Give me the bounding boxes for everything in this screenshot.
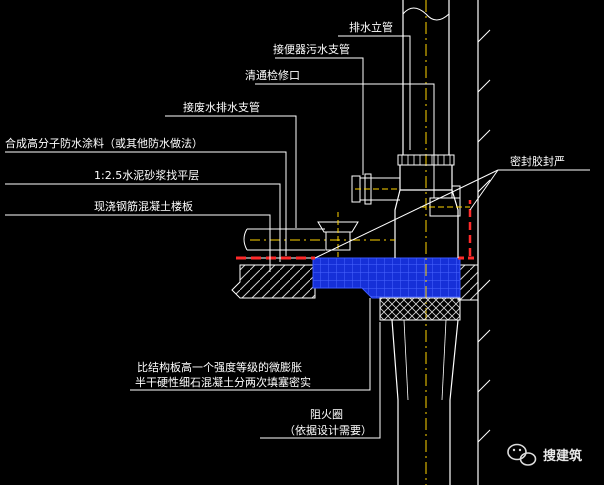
leader-lines bbox=[5, 35, 590, 439]
label-slab: 现浇钢筋混凝土楼板 bbox=[94, 199, 193, 213]
label-mortar: 1:2.5水泥砂浆找平层 bbox=[94, 168, 199, 182]
label-sealant: 密封胶封严 bbox=[510, 154, 565, 168]
floor-slab bbox=[231, 257, 479, 301]
label-cleanout: 清通检修口 bbox=[245, 68, 300, 82]
label-toilet-branch: 接便器污水支管 bbox=[273, 42, 350, 56]
watermark-text: 搜建筑 bbox=[543, 448, 582, 464]
wechat-icon bbox=[507, 443, 537, 466]
label-waste-branch: 接废水排水支管 bbox=[183, 100, 260, 114]
riser-pipe bbox=[379, 0, 461, 485]
label-concrete-line1: 比结构板高一个强度等级的微膨胀 bbox=[137, 360, 302, 374]
watermark: 搜建筑 bbox=[507, 443, 582, 466]
concrete-fill bbox=[312, 257, 461, 299]
label-riser: 排水立管 bbox=[349, 20, 393, 34]
waste-branch bbox=[243, 212, 395, 258]
wall bbox=[477, 0, 491, 485]
label-fire-collar-line1: 阻火圈 bbox=[310, 408, 343, 421]
label-fire-collar-line2: （依据设计需要） bbox=[284, 423, 372, 437]
label-concrete-line2: 半干硬性细石混凝土分两次填塞密实 bbox=[135, 375, 311, 389]
label-waterproof: 合成高分子防水涂料（或其他防水做法） bbox=[5, 136, 203, 150]
toilet-branch bbox=[351, 173, 400, 205]
